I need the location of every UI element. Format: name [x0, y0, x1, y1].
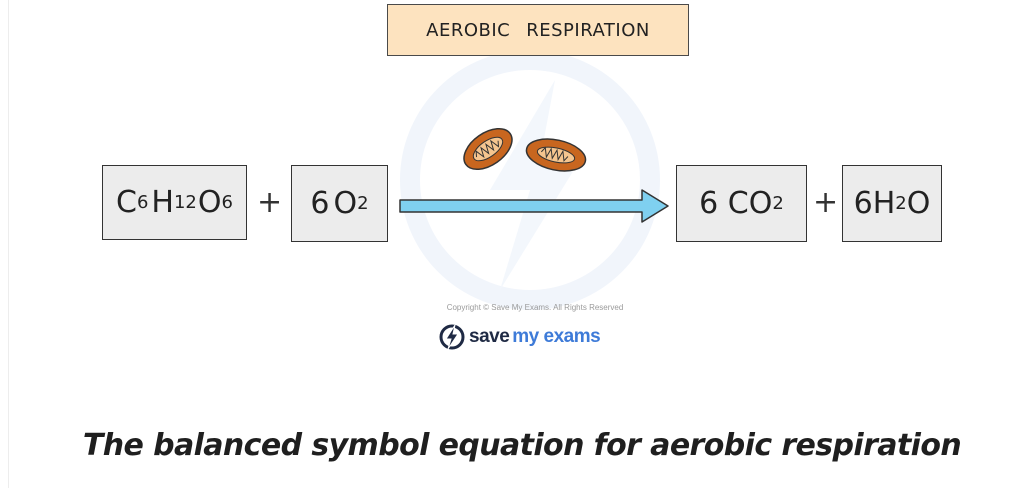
water-o: O	[906, 186, 931, 221]
lightning-logo-icon	[439, 324, 465, 350]
left-divider	[8, 0, 9, 488]
glucose-c: C	[116, 185, 137, 220]
glucose-o-sub: 6	[221, 192, 233, 213]
copyright-notice: Copyright © Save My Exams. All Rights Re…	[446, 303, 624, 312]
brand-myexams: my exams	[512, 326, 601, 347]
diagram-title: AEROBIC RESPIRATION	[387, 4, 689, 56]
watermark-background-icon	[400, 50, 660, 310]
figure-caption: The balanced symbol equation for aerobic…	[82, 428, 962, 463]
oxygen-o: O	[333, 186, 358, 221]
title-word-2: RESPIRATION	[526, 19, 650, 41]
water-h: 6H	[853, 186, 896, 221]
glucose-h: H	[151, 185, 174, 220]
plus-sign-reactants: +	[257, 185, 283, 220]
glucose-c-sub: 6	[136, 192, 149, 213]
mitochondria-icon	[463, 127, 587, 172]
co2-sub: 2	[772, 193, 784, 214]
co2-text: 6 CO	[699, 186, 773, 221]
reaction-arrow	[399, 189, 669, 223]
oxygen-sub: 2	[357, 193, 369, 214]
brand-save: save	[469, 326, 510, 347]
oxygen-coefficient: 6	[310, 186, 330, 221]
water-h-sub: 2	[895, 193, 907, 214]
title-word-1: AEROBIC	[426, 19, 511, 41]
plus-sign-products: +	[813, 185, 839, 220]
brand-logo: save my exams	[438, 322, 601, 352]
glucose-h-sub: 12	[173, 192, 197, 213]
glucose-o: O	[197, 185, 222, 220]
